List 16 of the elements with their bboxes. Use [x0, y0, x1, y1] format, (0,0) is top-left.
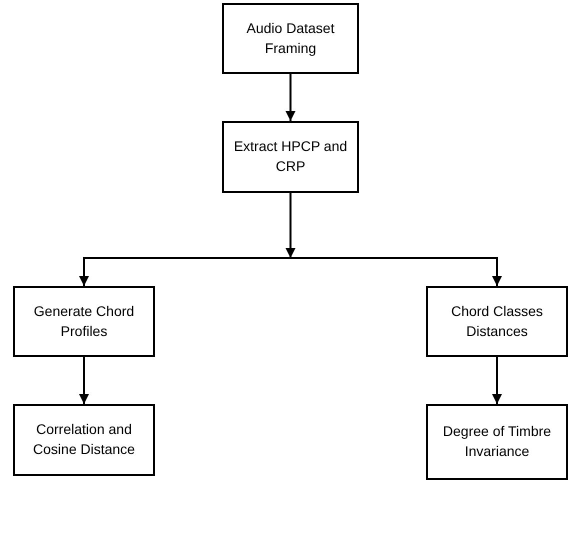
arrow — [286, 74, 296, 121]
process-box — [426, 286, 568, 357]
box-label: Generate Chord Profiles — [32, 302, 136, 340]
process-box — [13, 404, 155, 476]
process-box — [13, 286, 155, 357]
arrowhead — [286, 248, 296, 258]
box-label: Audio Dataset Framing — [246, 18, 336, 58]
arrow — [79, 357, 89, 404]
process-box — [426, 404, 568, 480]
process-box — [222, 121, 359, 193]
arrow — [492, 357, 502, 404]
box-label: Chord Classes Distances — [450, 302, 544, 340]
process-box — [222, 3, 359, 74]
box-label: Degree of Timbre Invariance — [442, 422, 552, 461]
box-label: Extract HPCP and CRP — [232, 137, 348, 176]
box-label: Correlation and Cosine Distance — [32, 420, 136, 459]
